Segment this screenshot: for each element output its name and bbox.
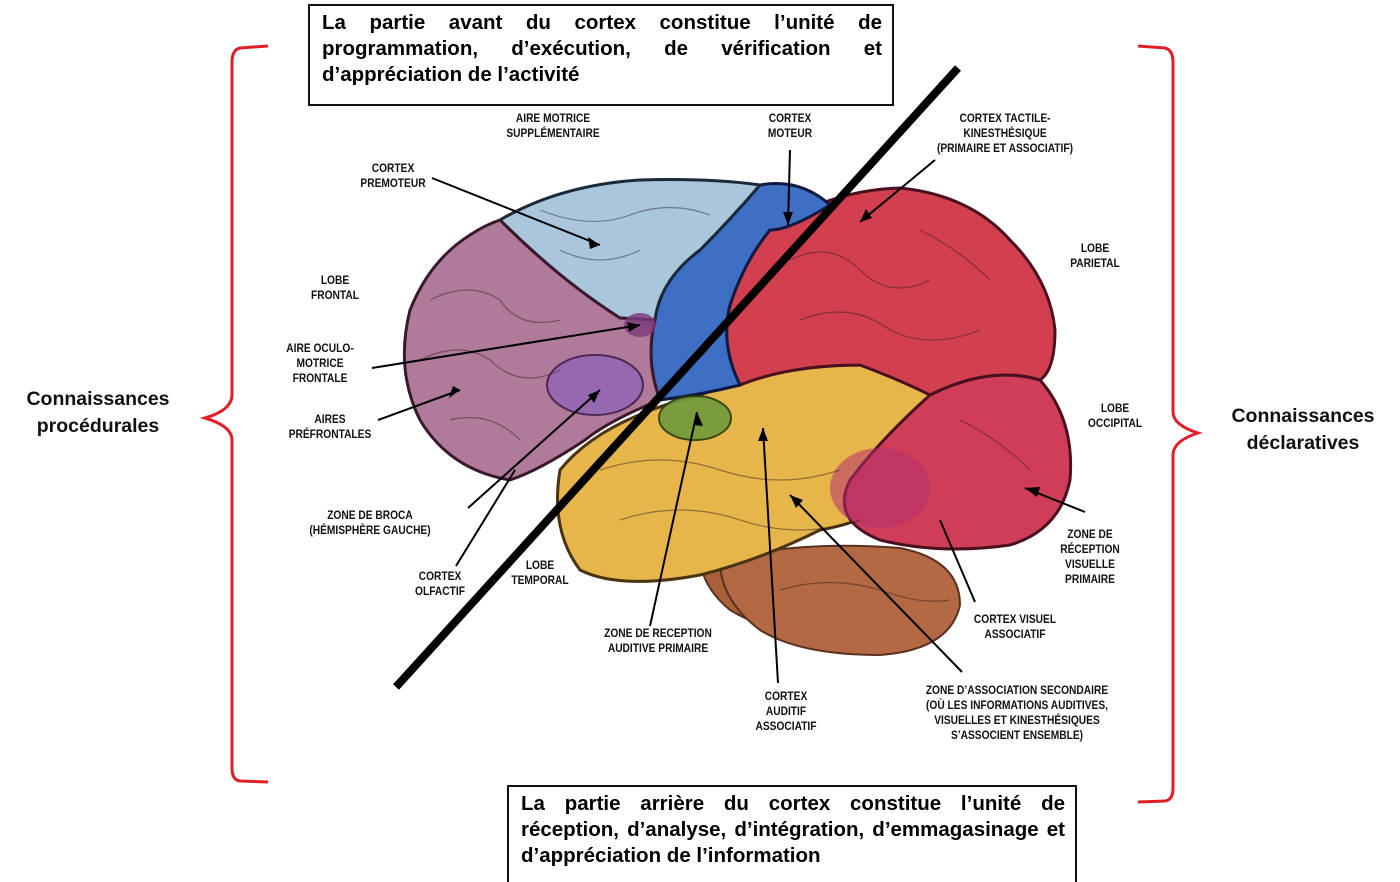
declarative-knowledge-label: Connaissances déclaratives bbox=[1231, 405, 1375, 454]
label-lobe-parietal: LOBE PARIETAL bbox=[1070, 242, 1120, 270]
label-lobe-temporal: LOBE TEMPORAL bbox=[511, 559, 569, 587]
label-zone-broca: ZONE DE BROCA (HÉMISPHÈRE GAUCHE) bbox=[309, 509, 431, 537]
label-lobe-occipital: LOBE OCCIPITAL bbox=[1087, 402, 1143, 430]
cerebellum bbox=[718, 544, 962, 657]
pointer-lines bbox=[371, 149, 1086, 684]
back-cortex-description: La partie arrière du cortex constitue l’… bbox=[507, 785, 1077, 882]
label-cortex-tactile: CORTEX TACTILE- KINESTHÉSIQUE (PRIMAIRE … bbox=[936, 112, 1074, 155]
label-aires-prefrontales: AIRES PRÉFRONTALES bbox=[288, 413, 372, 441]
label-cortex-auditif: CORTEX AUDITIF ASSOCIATIF bbox=[755, 690, 817, 733]
label-cortex-premoteur: CORTEX PREMOTEUR bbox=[360, 162, 426, 190]
broca-area bbox=[546, 354, 644, 416]
label-aire-motrice: AIRE MOTRICE SUPPLÉMENTAIRE bbox=[506, 112, 600, 140]
label-lobe-frontal: LOBE FRONTAL bbox=[311, 274, 359, 302]
label-zone-reception-visuelle: ZONE DE RÉCEPTION VISUELLE PRIMAIRE bbox=[1060, 528, 1120, 586]
front-cortex-description: La partie avant du cortex constitue l’un… bbox=[308, 4, 894, 106]
label-zone-reception-auditive: ZONE DE RECEPTION AUDITIVE PRIMAIRE bbox=[604, 627, 712, 655]
front-back-divider bbox=[393, 65, 961, 690]
label-cortex-visuel: CORTEX VISUEL ASSOCIATIF bbox=[973, 613, 1057, 641]
right-brace bbox=[1137, 44, 1203, 804]
procedural-knowledge-label: Connaissances procédurales bbox=[26, 388, 170, 437]
label-cortex-olfactif: CORTEX OLFACTIF bbox=[415, 570, 465, 598]
arrow-heads bbox=[449, 209, 1040, 508]
visual-primary-area bbox=[830, 448, 930, 528]
label-zone-association: ZONE D’ASSOCIATION SECONDAIRE (OÙ LES IN… bbox=[925, 684, 1109, 742]
label-cortex-moteur: CORTEX MOTEUR bbox=[767, 112, 813, 140]
label-aire-oculo: AIRE OCULO- MOTRICE FRONTALE bbox=[286, 342, 354, 385]
left-brace bbox=[199, 44, 269, 784]
